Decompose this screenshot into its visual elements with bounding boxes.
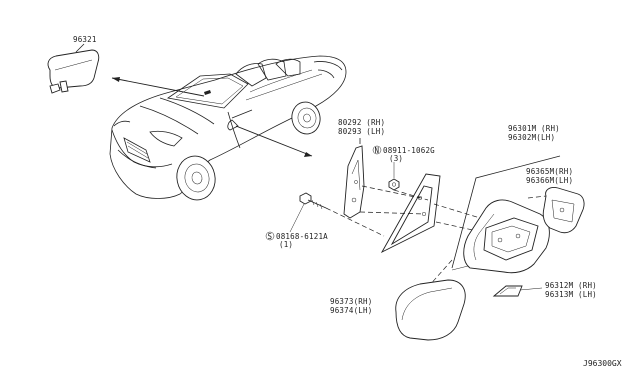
mirror-base-gasket — [380, 173, 441, 254]
label-corner-cover-rh: 80292 (RH) — [338, 118, 385, 127]
label-mirror-glass-lh: 96366M(LH) — [526, 176, 573, 185]
label-door-mirror-lh: 96302M(LH) — [508, 133, 555, 142]
label-lower-cover-rh: 96312M (RH) — [545, 281, 597, 290]
bolt-part — [289, 192, 327, 233]
label-door-mirror-rh: 96301M (RH) — [508, 124, 560, 133]
inner-mirror-part — [47, 43, 100, 94]
label-nut-qty: (3) — [389, 154, 403, 163]
diagram-code: J96300GX — [583, 359, 622, 368]
corner-cover-part — [343, 138, 365, 219]
nut-part — [372, 145, 400, 191]
pointer-arrows — [111, 77, 313, 157]
bolt-symbol-circle — [265, 231, 275, 241]
label-bolt: 08168-6121A — [276, 232, 328, 241]
door-mirror-part — [451, 199, 550, 274]
label-mirror-cap-lh: 96374(LH) — [330, 306, 372, 315]
nut-symbol: N — [375, 146, 380, 155]
bolt-symbol: S — [268, 232, 273, 241]
label-lower-cover-lh: 96313M (LH) — [545, 290, 597, 299]
label-bolt-qty: (1) — [279, 240, 293, 249]
car-illustration — [109, 55, 347, 201]
assembly-dashed-lines — [325, 185, 547, 297]
label-mirror-cap-rh: 96373(RH) — [330, 297, 372, 306]
label-corner-cover-lh: 80293 (LH) — [338, 127, 385, 136]
mirror-cap-part — [395, 279, 466, 341]
label-mirror-glass-rh: 96365M(RH) — [526, 167, 573, 176]
label-inner-mirror: 96321 — [73, 35, 97, 44]
door-mirror-bracket-line — [451, 155, 561, 269]
label-nut: 08911-1062G — [383, 146, 435, 155]
mirror-glass-part — [542, 187, 585, 234]
lower-cover-part — [492, 285, 543, 297]
